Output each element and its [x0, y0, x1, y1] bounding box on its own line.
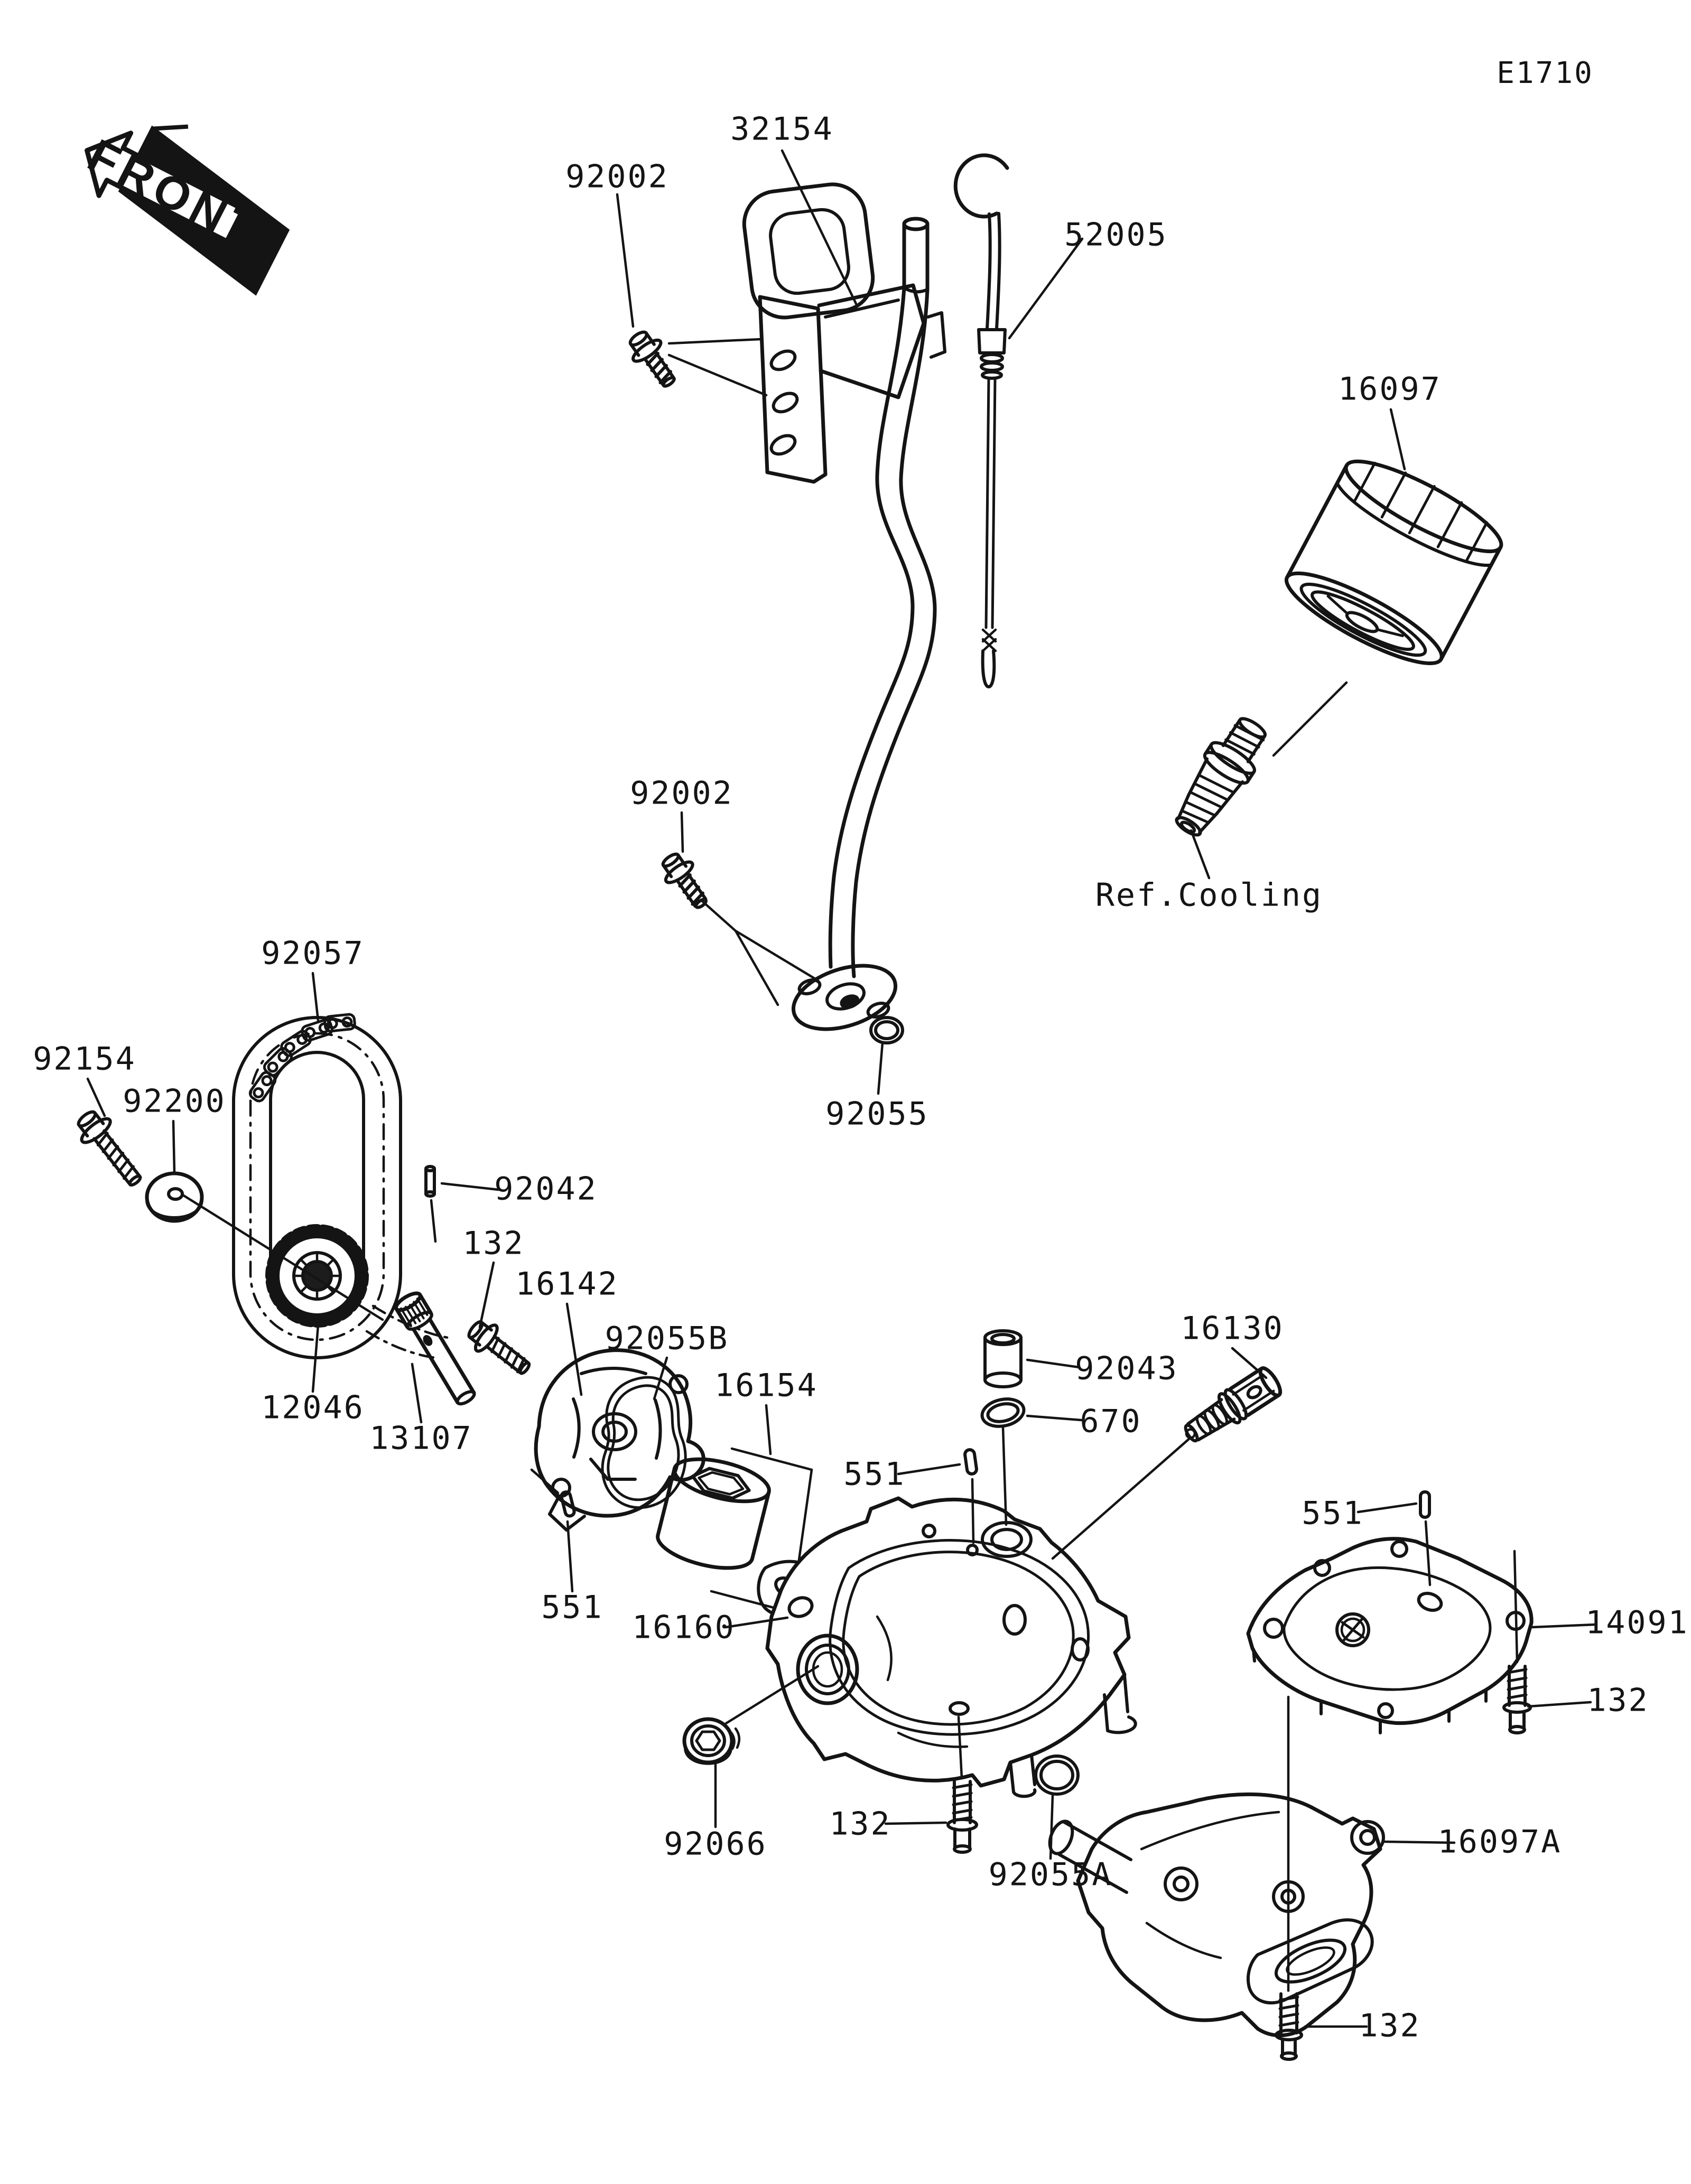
- leader-lines: [86, 149, 1597, 2028]
- label-92002-mid: 92002: [630, 775, 733, 812]
- bolt-cover-drawing: [1502, 1665, 1532, 1734]
- label-14091: 14091: [1585, 1604, 1689, 1641]
- label-32154: 32154: [730, 111, 834, 148]
- label-16130: 16130: [1181, 1310, 1284, 1347]
- label-16142: 16142: [515, 1266, 619, 1303]
- cover-plate-drawing: [1246, 1537, 1534, 1734]
- label-551-a: 551: [843, 1456, 905, 1493]
- label-92200: 92200: [123, 1083, 226, 1120]
- label-551-b: 551: [1302, 1495, 1363, 1532]
- label-132-pump: 132: [462, 1225, 524, 1262]
- label-92055B: 92055B: [605, 1320, 729, 1357]
- pump-body-drawing: [765, 1496, 1137, 1798]
- pin-a-drawing: [963, 1448, 978, 1476]
- plug-drawing: [682, 1717, 741, 1765]
- diagram-code-label: E1710: [1497, 56, 1594, 90]
- label-92055A: 92055A: [989, 1856, 1113, 1893]
- label-52005: 52005: [1064, 217, 1168, 254]
- label-92002-top: 92002: [565, 158, 669, 195]
- label-16097A: 16097A: [1438, 1824, 1562, 1861]
- label-92154: 92154: [33, 1041, 136, 1078]
- dipstick-tube-drawing: [791, 217, 946, 1031]
- dipstick-drawing: [953, 153, 1009, 688]
- label-132-cover: 132: [1587, 1682, 1649, 1719]
- label-16097: 16097: [1338, 371, 1442, 408]
- screw-top-drawing: [628, 330, 676, 388]
- rotor-drawing: [656, 1447, 821, 1618]
- label-12046: 12046: [261, 1389, 365, 1426]
- oring-breather-drawing: [1034, 1754, 1080, 1796]
- label-92043: 92043: [1075, 1350, 1178, 1387]
- label-132-body: 132: [829, 1806, 891, 1843]
- pin-c-drawing: [560, 1490, 576, 1518]
- bushing-drawing: [983, 1329, 1023, 1388]
- label-551-c: 551: [541, 1589, 603, 1626]
- part-number-labels: E1710 32154 92002 52005 16097 92002 Ref.…: [33, 56, 1689, 2045]
- pin-b-drawing: [1419, 1490, 1431, 1519]
- relief-valve-drawing: [1184, 1366, 1283, 1443]
- label-670: 670: [1080, 1403, 1141, 1440]
- label-16154: 16154: [714, 1367, 818, 1404]
- bolt-sprocket-drawing: [77, 1110, 142, 1187]
- label-ref-cooling: Ref.Cooling: [1095, 877, 1323, 914]
- label-92057: 92057: [261, 935, 365, 972]
- shaft-drawing: [394, 1291, 476, 1406]
- cooling-fitting-drawing: [1175, 717, 1267, 837]
- bolt-body-drawing: [946, 1780, 978, 1854]
- oring-tube-drawing: [869, 1016, 904, 1044]
- label-132-breather: 132: [1359, 2008, 1420, 2045]
- screw-mid-drawing: [661, 852, 708, 909]
- label-13107: 13107: [369, 1420, 473, 1457]
- pin-shaft-drawing: [424, 1165, 436, 1198]
- oring-body-drawing: [980, 1397, 1026, 1428]
- label-92042: 92042: [494, 1171, 598, 1208]
- label-92055: 92055: [825, 1096, 929, 1133]
- oil-filter-drawing: [1284, 459, 1503, 666]
- label-16160: 16160: [632, 1609, 736, 1646]
- bolt-breather-drawing: [1275, 1992, 1303, 2061]
- label-92066: 92066: [664, 1826, 767, 1863]
